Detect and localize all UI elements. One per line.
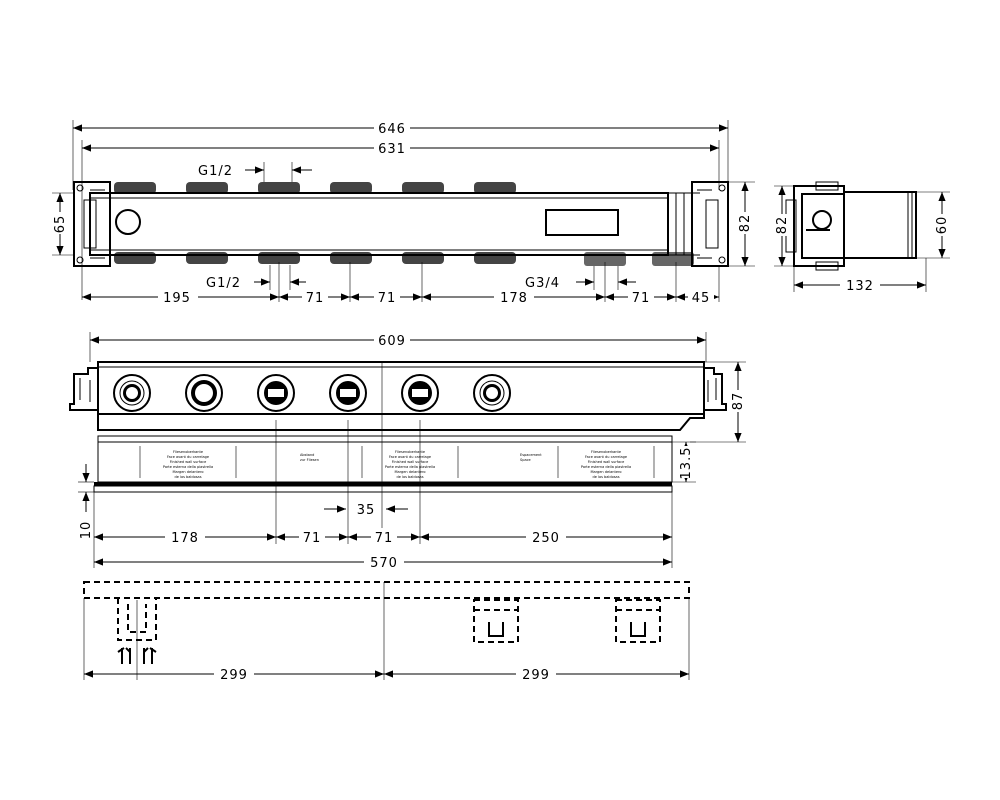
dimension-71-a: 71 xyxy=(306,291,325,306)
mounting-bracket-icon xyxy=(73,181,111,267)
thread-label-g34: G3/4 xyxy=(525,276,560,291)
dimension-45: 45 xyxy=(692,291,711,306)
svg-text:Face avant du carrelage: Face avant du carrelage xyxy=(389,455,431,459)
mounting-label-panel-2: Fliesenoberkante Face avant du carrelage… xyxy=(361,446,459,479)
svg-text:Face avant du carrelage: Face avant du carrelage xyxy=(167,455,209,459)
svg-text:Fliesenoberkante: Fliesenoberkante xyxy=(395,450,425,454)
svg-text:Finished wall surface: Finished wall surface xyxy=(588,460,624,464)
side-view: 82 60 132 xyxy=(774,181,950,294)
svg-text:Margen delantero: Margen delantero xyxy=(395,470,426,474)
outlet-port-icon xyxy=(257,374,295,412)
svg-text:Space: Space xyxy=(520,458,531,462)
dimension-60: 60 xyxy=(935,216,950,235)
rail-bracket xyxy=(473,599,519,643)
svg-text:zur Fliesen: zur Fliesen xyxy=(300,458,319,462)
mounting-bracket-icon xyxy=(704,367,727,411)
mounting-rail xyxy=(83,581,690,599)
dimension-82-front: 82 xyxy=(738,214,753,233)
outlet-port-icon xyxy=(185,374,223,412)
dimension-87: 87 xyxy=(731,392,746,411)
dimension-35: 35 xyxy=(357,503,376,518)
dimension-609: 609 xyxy=(378,334,406,349)
rail-view: 299 299 xyxy=(83,581,690,683)
svg-text:Margen delantero: Margen delantero xyxy=(173,470,204,474)
dimension-71-c: 71 xyxy=(632,291,651,306)
outlet-port-icon xyxy=(329,374,367,412)
thread-label-top: G1/2 xyxy=(198,164,233,179)
top-view: 646 631 G1/2 xyxy=(52,119,755,306)
svg-text:Fliesenoberkante: Fliesenoberkante xyxy=(591,450,621,454)
dimension-646: 646 xyxy=(378,122,406,137)
svg-text:Margen delantero: Margen delantero xyxy=(591,470,622,474)
outlet-port-icon xyxy=(473,374,511,412)
front-housing xyxy=(97,361,705,415)
dimension-195: 195 xyxy=(163,291,191,306)
dimension-299-left: 299 xyxy=(220,668,248,683)
dimension-71-b: 71 xyxy=(378,291,397,306)
dimension-front-178: 178 xyxy=(171,531,199,546)
dimension-82-side: 82 xyxy=(775,216,790,235)
valve-core-icon xyxy=(812,210,832,230)
svg-text:Finished wall surface: Finished wall surface xyxy=(170,460,206,464)
dimension-631: 631 xyxy=(378,142,406,157)
outlet-port-icon xyxy=(113,374,151,412)
svg-text:de los baldosas: de los baldosas xyxy=(592,475,619,479)
dimension-front-71-b: 71 xyxy=(375,531,394,546)
svg-text:Fliesenoberkante: Fliesenoberkante xyxy=(173,450,203,454)
mounting-bracket-icon xyxy=(69,367,98,411)
dimension-front-71-a: 71 xyxy=(303,531,322,546)
dimension-65: 65 xyxy=(53,215,68,234)
svg-text:Espacement: Espacement xyxy=(520,453,542,457)
valve-body-top xyxy=(89,192,669,256)
mounting-label-panel-1: Fliesenoberkante Face avant du carrelage… xyxy=(139,446,237,479)
dimension-178: 178 xyxy=(500,291,528,306)
mounting-bracket-icon xyxy=(691,181,729,267)
outlet-port-icon xyxy=(401,374,439,412)
svg-text:Abstand: Abstand xyxy=(300,453,314,457)
front-view: 609 xyxy=(69,331,746,571)
rail-bracket xyxy=(615,599,661,643)
svg-text:Parte esterna della piastrella: Parte esterna della piastrella xyxy=(385,465,435,469)
svg-text:Parte esterna della piastrella: Parte esterna della piastrella xyxy=(163,465,213,469)
dimension-13-5: 13.5 xyxy=(679,447,694,480)
dimension-front-250: 250 xyxy=(532,531,560,546)
dimension-299-right: 299 xyxy=(522,668,550,683)
svg-text:Finished wall surface: Finished wall surface xyxy=(392,460,428,464)
display-window xyxy=(545,209,619,236)
svg-text:de los baldosas: de los baldosas xyxy=(396,475,423,479)
dimension-570: 570 xyxy=(370,556,398,571)
side-spindle xyxy=(843,191,917,259)
top-ports xyxy=(114,182,516,194)
control-knob-icon xyxy=(115,209,141,235)
svg-text:Face avant du carrelage: Face avant du carrelage xyxy=(585,455,627,459)
mounting-label-panel-3: Fliesenoberkante Face avant du carrelage… xyxy=(557,446,655,479)
thread-label-bottom: G1/2 xyxy=(206,276,241,291)
svg-text:Parte esterna della piastrella: Parte esterna della piastrella xyxy=(581,465,631,469)
svg-text:de los baldosas: de los baldosas xyxy=(174,475,201,479)
dimension-132: 132 xyxy=(846,279,874,294)
mounting-label-side: Abstand zur Fliesen Espacement Space xyxy=(300,453,542,462)
dimension-10: 10 xyxy=(79,521,94,540)
